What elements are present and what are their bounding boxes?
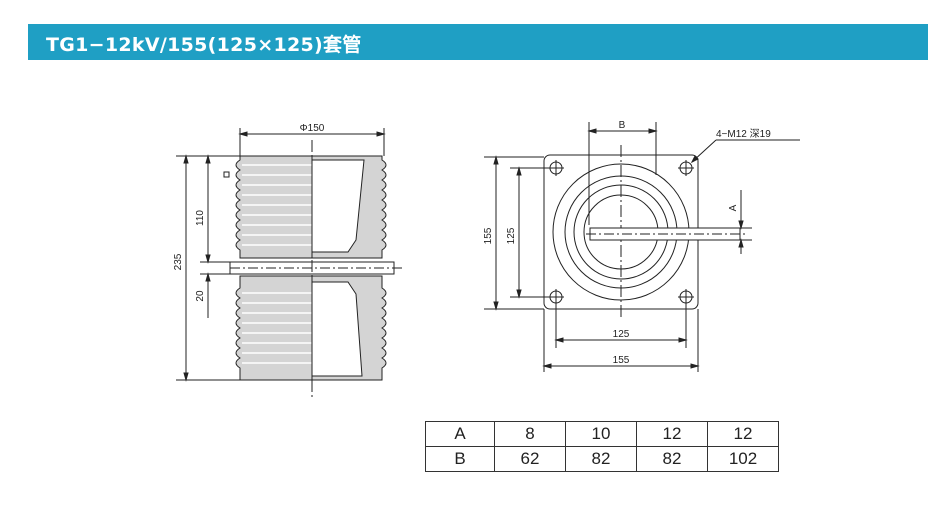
table-cell: 12: [707, 421, 779, 447]
side-view: [176, 128, 404, 398]
bolt-note: 4−M12 深19: [716, 128, 771, 140]
outer-width-label: 155: [613, 355, 630, 366]
flange-label: 20: [195, 290, 206, 302]
table-cell: 82: [636, 446, 708, 472]
outer-height-label: 155: [483, 227, 494, 244]
table-row-header: A: [425, 421, 495, 447]
page-title: TG1−12kV/155(125×125)套管: [46, 34, 362, 56]
side-view-left-profile: [235, 155, 313, 259]
table-cell: 102: [707, 446, 779, 472]
inner-width-label: 125: [613, 329, 630, 340]
side-view-bore: [311, 159, 365, 253]
table-cell: 8: [494, 421, 566, 447]
a-label: A: [728, 204, 739, 211]
bolt-holes: [548, 160, 694, 305]
table-row-header: B: [425, 446, 495, 472]
top-view: [484, 122, 800, 372]
table-cell: 10: [565, 421, 637, 447]
title-bar: TG1−12kV/155(125×125)套管: [28, 24, 928, 60]
diameter-label: Φ150: [300, 123, 325, 134]
table-row: A 8 10 12 12: [425, 421, 779, 447]
b-label: B: [619, 120, 626, 131]
side-view-fins: [242, 164, 312, 364]
table-cell: 12: [636, 421, 708, 447]
table-cell: 82: [565, 446, 637, 472]
side-view-bore-lower: [311, 281, 363, 377]
side-view-left-profile-lower: [235, 275, 313, 381]
total-height-label: 235: [173, 253, 184, 270]
table-cell: 62: [494, 446, 566, 472]
inner-height-label: 125: [506, 227, 517, 244]
table-row: B 62 82 82 102: [425, 446, 779, 472]
dimension-table: A 8 10 12 12 B 62 82 82 102: [425, 421, 779, 472]
upper-height-label: 110: [195, 210, 206, 226]
